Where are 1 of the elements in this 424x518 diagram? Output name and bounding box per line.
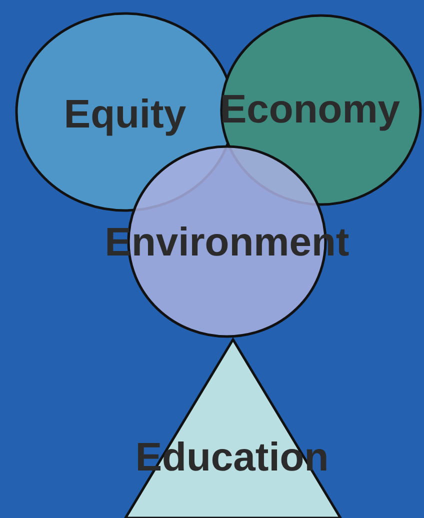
- circle-label: Equity: [64, 92, 186, 138]
